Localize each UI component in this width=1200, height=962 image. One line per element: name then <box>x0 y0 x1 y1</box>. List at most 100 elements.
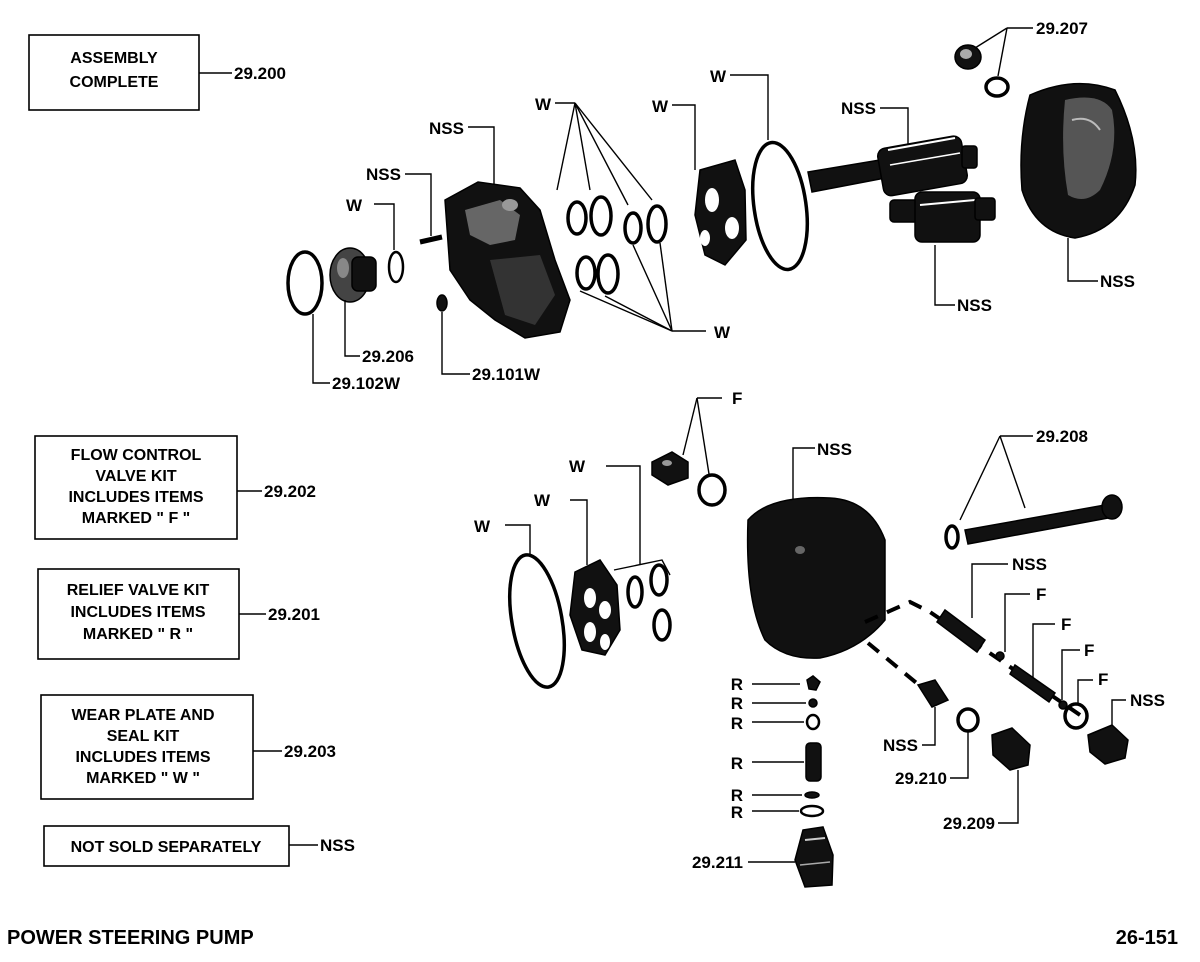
seal-ring-w <box>387 250 405 284</box>
plug-29-209 <box>991 727 1031 771</box>
legend-relief-valve-kit: RELIEF VALVE KIT INCLUDES ITEMS MARKED "… <box>37 568 320 660</box>
legend-line: MARKED " R " <box>83 626 193 643</box>
o-ring-29-210 <box>956 707 980 733</box>
leader-line <box>1111 699 1126 726</box>
fitting-29-207 <box>954 44 982 70</box>
legend-box-frame <box>37 568 240 660</box>
washer-29-208 <box>944 524 960 550</box>
legend-ref: 29.202 <box>264 482 316 501</box>
relief-axis-dashed <box>866 641 927 692</box>
leader-line <box>579 290 673 332</box>
flow-seat-f <box>1058 700 1068 710</box>
callout-label: W <box>346 196 363 215</box>
leader-line <box>730 74 769 140</box>
legend-ref: 29.203 <box>284 742 336 761</box>
leader-line <box>574 102 653 201</box>
page-number: 26-151 <box>1116 927 1178 949</box>
legend-wear-plate-seal-kit: WEAR PLATE AND SEAL KIT INCLUDES ITEMS M… <box>40 694 336 800</box>
callout-label: NSS <box>841 99 876 118</box>
callout-label: 29.207 <box>1036 19 1088 38</box>
callout-label: W <box>474 517 491 536</box>
leader-line <box>374 203 395 250</box>
o-ring-group-lower-w <box>626 563 672 642</box>
legend-line: INCLUDES ITEMS <box>68 489 203 506</box>
fitting-29-206 <box>329 247 377 303</box>
callout-label: W <box>652 97 669 116</box>
idler-gear-nss <box>889 191 996 243</box>
pin-nss <box>419 234 443 245</box>
callout-label: 29.102W <box>332 374 401 393</box>
legend-flow-control-kit: FLOW CONTROL VALVE KIT INCLUDES ITEMS MA… <box>34 435 316 540</box>
leader-line <box>556 102 576 191</box>
leader-line <box>604 295 673 332</box>
callout-label: F <box>1061 615 1071 634</box>
o-ring-29-102w <box>286 250 324 316</box>
bolt-29-208 <box>964 494 1123 545</box>
leader-line <box>696 397 710 475</box>
leader-line <box>950 732 969 779</box>
leader-line <box>998 770 1019 824</box>
leader-line <box>405 173 432 236</box>
flow-plug-nss <box>1087 724 1129 765</box>
legend-line: FLOW CONTROL <box>71 447 202 464</box>
legend-ref: 29.201 <box>268 605 320 624</box>
leader-line <box>613 559 671 576</box>
callout-label: 29.206 <box>362 347 414 366</box>
relief-valve-parts-r <box>799 675 825 818</box>
callout-label: R <box>731 714 743 733</box>
page-title: POWER STEERING PUMP <box>7 927 254 949</box>
wear-plate-lower-w <box>569 559 621 656</box>
callout-label: F <box>1084 641 1094 660</box>
callout-label: R <box>731 675 743 694</box>
legend-ref: NSS <box>320 836 355 855</box>
legend-line: WEAR PLATE AND <box>71 707 214 724</box>
legend-ref: 29.200 <box>234 64 286 83</box>
legend-box-frame <box>43 825 290 867</box>
callout-label: F <box>732 389 742 408</box>
callout-label: 29.210 <box>895 769 947 788</box>
legend-line: INCLUDES ITEMS <box>70 604 205 621</box>
callout-label: NSS <box>366 165 401 184</box>
legend-line: INCLUDES ITEMS <box>75 749 210 766</box>
callout-label: W <box>714 323 731 342</box>
callout-label: R <box>731 803 743 822</box>
callout-label: 29.101W <box>472 365 541 384</box>
flow-ball-f <box>995 651 1005 661</box>
callout-label: NSS <box>817 440 852 459</box>
housing-plate-nss <box>444 181 571 339</box>
callout-label: NSS <box>429 119 464 138</box>
leader-line <box>505 524 531 555</box>
callout-label: NSS <box>883 736 918 755</box>
leader-line <box>1032 623 1055 678</box>
legend-line: NOT SOLD SEPARATELY <box>71 839 262 856</box>
leader-line <box>312 314 330 384</box>
callout-label: F <box>1098 670 1108 689</box>
leader-line <box>344 300 360 357</box>
callout-label: NSS <box>1130 691 1165 710</box>
leader-line <box>672 104 696 170</box>
legend-line: MARKED " F " <box>82 510 191 527</box>
relief-piston-nss <box>916 679 950 708</box>
legend-assembly-complete: ASSEMBLY COMPLETE 29.200 <box>28 34 286 111</box>
leader-line <box>468 126 495 185</box>
leader-line <box>959 435 1001 521</box>
seal-29-101w <box>436 294 448 312</box>
legend-line: RELIEF VALVE KIT <box>67 582 210 599</box>
leader-line <box>659 242 673 332</box>
callout-label: F <box>1036 585 1046 604</box>
legend-line: VALVE KIT <box>95 468 176 485</box>
o-ring-group-w <box>566 195 668 295</box>
callout-label: W <box>569 457 586 476</box>
flow-control-piston-nss <box>935 608 987 654</box>
leader-line <box>999 435 1026 509</box>
leader-line <box>922 707 936 746</box>
callout-label: 29.211 <box>692 853 743 872</box>
legend-line: COMPLETE <box>70 74 159 91</box>
leader-line <box>1077 679 1093 703</box>
leader-line <box>570 499 588 565</box>
wear-plate-upper-w <box>694 159 747 266</box>
legend-box-frame <box>40 694 254 800</box>
leader-line <box>1061 649 1080 700</box>
leader-line <box>974 27 1008 49</box>
fitting-29-211 <box>794 826 834 888</box>
